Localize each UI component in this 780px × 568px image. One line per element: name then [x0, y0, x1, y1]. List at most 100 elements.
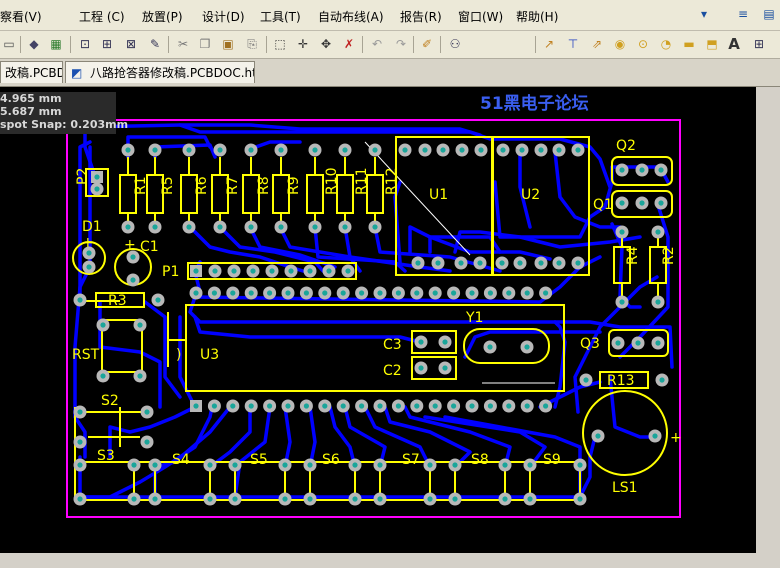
- pad-icon[interactable]: ◉: [614, 37, 626, 51]
- pad-hole: [577, 496, 583, 502]
- menu-reports[interactable]: 报告(R): [400, 10, 442, 24]
- select-tool-icon[interactable]: ✥: [320, 37, 332, 51]
- pad-hole: [86, 250, 92, 256]
- pad-hole: [469, 403, 475, 409]
- pad-hole: [193, 403, 199, 409]
- text-icon[interactable]: A: [728, 34, 740, 53]
- menu-project[interactable]: 工程 (C): [79, 10, 125, 24]
- pad-hole: [269, 268, 275, 274]
- pad-hole: [659, 377, 665, 383]
- interactive-route-icon[interactable]: ⊤: [567, 37, 579, 51]
- menu-help[interactable]: 帮助(H): [516, 10, 559, 24]
- pad-hole: [655, 229, 661, 235]
- pad-hole: [359, 403, 365, 409]
- open-icon[interactable]: ▭: [3, 37, 15, 51]
- pad-hole: [452, 462, 458, 468]
- designator-p2: P2: [75, 168, 91, 185]
- pad-hole: [77, 297, 83, 303]
- designator-c3: C3: [383, 337, 402, 353]
- designator-c2: C2: [383, 363, 402, 379]
- pad-hole: [487, 344, 493, 350]
- cut-icon[interactable]: ✂: [177, 37, 189, 51]
- select-area-icon[interactable]: ⬚: [274, 37, 286, 51]
- pad-hole: [77, 462, 83, 468]
- pad-hole: [217, 224, 223, 230]
- zoom-area-icon[interactable]: ⊞: [101, 37, 113, 51]
- pad-hole: [418, 339, 424, 345]
- component-browser-icon[interactable]: ⚇: [449, 37, 461, 51]
- menu-tools[interactable]: 工具(T): [260, 10, 301, 24]
- designators-layer: P2 R1 R5 R6 R7 R8 R9 R10 R11 R12 U1 U2 Q…: [72, 138, 682, 496]
- x-coordinate: 4.965 mm: [0, 92, 62, 105]
- pad-hole: [372, 147, 378, 153]
- pad-hole: [556, 260, 562, 266]
- wire-tool-icon[interactable]: ▾: [700, 7, 708, 21]
- highlight-icon[interactable]: ✐: [421, 37, 433, 51]
- differential-route-icon[interactable]: ⇗: [591, 37, 603, 51]
- route-icon[interactable]: ↗: [543, 37, 555, 51]
- deselect-icon[interactable]: ✗: [343, 37, 355, 51]
- arc-icon[interactable]: ◔: [660, 37, 672, 51]
- pad-hole: [77, 496, 83, 502]
- pad-hole: [322, 290, 328, 296]
- zoom-selected-icon[interactable]: ⊠: [125, 37, 137, 51]
- pcb-drawing[interactable]: 51黑电子论坛: [0, 87, 756, 553]
- pad-hole: [652, 433, 658, 439]
- via-icon[interactable]: ⊙: [637, 37, 649, 51]
- designator-ls1: LS1: [612, 480, 638, 496]
- pad-hole: [451, 403, 457, 409]
- pad-hole: [248, 224, 254, 230]
- dimension-icon[interactable]: ⊞: [753, 37, 765, 51]
- move-icon[interactable]: ✛: [297, 37, 309, 51]
- fill-icon[interactable]: ▬: [683, 37, 695, 51]
- rubber-stamp-icon[interactable]: ⎘: [247, 37, 257, 51]
- pad-hole: [519, 147, 525, 153]
- menu-design[interactable]: 设计(D): [202, 10, 245, 24]
- pad-hole: [524, 344, 530, 350]
- document-tabs: 改稿.PCBDOC ◩ 八路抢答器修改稿.PCBDOC.htm: [0, 59, 780, 87]
- board-icon[interactable]: ▦: [50, 37, 62, 51]
- tab-pcbdoc[interactable]: 改稿.PCBDOC: [0, 61, 63, 83]
- copy-icon[interactable]: ❐: [199, 37, 211, 51]
- undo-icon[interactable]: ↶: [371, 37, 383, 51]
- menu-window[interactable]: 窗口(W): [458, 10, 504, 24]
- ratsnest-line: [364, 141, 471, 256]
- layers-icon[interactable]: ◆: [29, 37, 39, 51]
- pad-hole: [100, 373, 106, 379]
- filter-icon[interactable]: ✎: [149, 37, 161, 51]
- pads-layer: [73, 143, 669, 506]
- menu-autoroute[interactable]: 自动布线(A): [318, 10, 384, 24]
- pad-hole: [193, 268, 199, 274]
- pad-hole: [303, 290, 309, 296]
- pad-hole: [155, 297, 161, 303]
- pcb-canvas[interactable]: 51黑电子论坛: [0, 87, 756, 553]
- distribute-tool-icon[interactable]: ▤: [763, 7, 775, 21]
- align-tool-icon[interactable]: ≡: [737, 7, 749, 21]
- zoom-fit-icon[interactable]: ⊡: [79, 37, 91, 51]
- polygon-icon[interactable]: ⬒: [706, 37, 718, 51]
- polarity-mark-d1: +: [82, 235, 94, 251]
- pad-hole: [543, 403, 549, 409]
- paste-icon[interactable]: ▣: [222, 37, 234, 51]
- designator-r4: R4: [625, 246, 641, 265]
- pad-hole: [267, 403, 273, 409]
- menu-view[interactable]: 察看(V): [0, 10, 42, 24]
- pad-hole: [414, 403, 420, 409]
- pad-hole: [395, 290, 401, 296]
- pad-hole: [307, 268, 313, 274]
- pad-hole: [658, 200, 664, 206]
- designator-r12: R12: [384, 167, 400, 195]
- menu-place[interactable]: 放置(P): [142, 10, 183, 24]
- pad-hole: [125, 147, 131, 153]
- pad-hole: [94, 186, 100, 192]
- tab-html-report[interactable]: ◩ 八路抢答器修改稿.PCBDOC.htm: [65, 61, 255, 83]
- pad-hole: [230, 290, 236, 296]
- pad-hole: [415, 260, 421, 266]
- pad-hole: [152, 224, 158, 230]
- designator-u2: U2: [521, 187, 540, 203]
- pad-hole: [211, 403, 217, 409]
- redo-icon[interactable]: ↷: [395, 37, 407, 51]
- pad-hole: [137, 373, 143, 379]
- pad-hole: [231, 268, 237, 274]
- pad-hole: [577, 462, 583, 468]
